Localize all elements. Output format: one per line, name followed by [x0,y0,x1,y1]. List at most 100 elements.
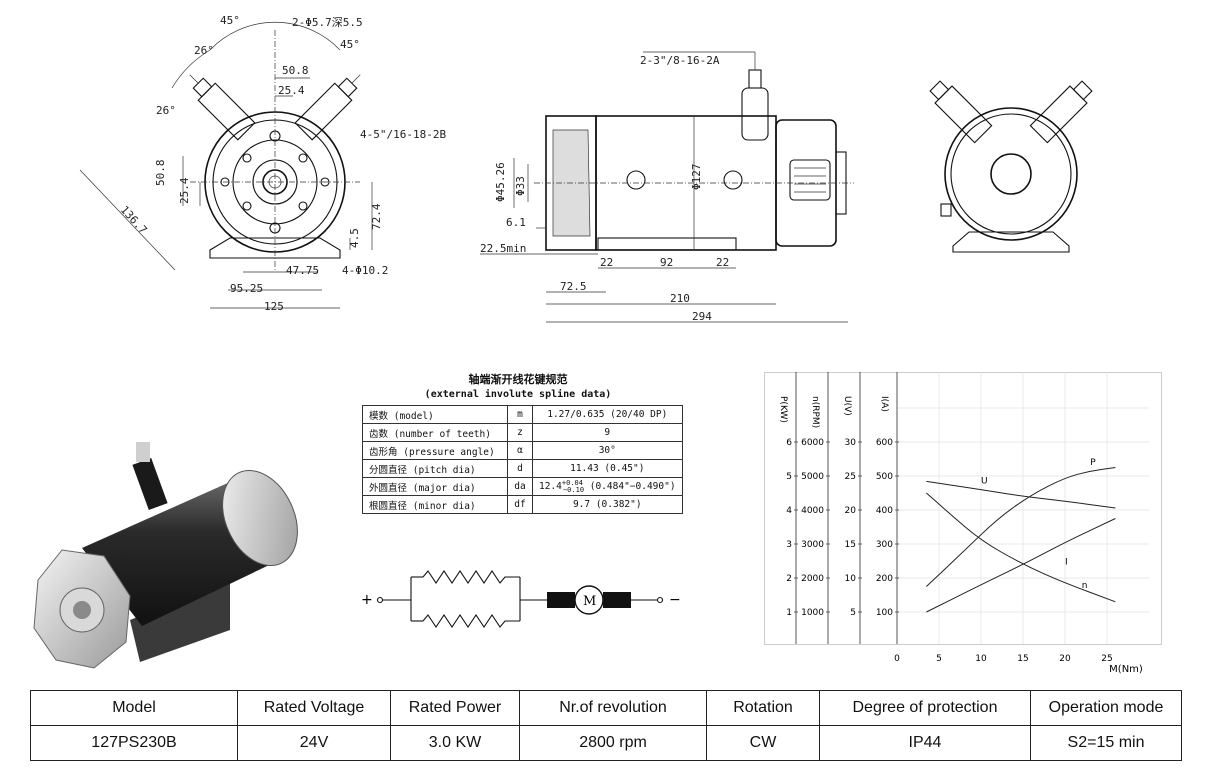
dim-label: 4-Φ10.2 [342,264,388,277]
x-tick-label: 5 [936,654,942,664]
y-tick-label: 15 [845,540,856,550]
spec-header: Nr.of revolution [519,690,707,726]
series-label: I [1065,557,1068,567]
x-tick-label: 0 [894,654,900,664]
y-tick-label: 5000 [801,472,824,482]
spec-value: 2800 rpm [519,725,707,761]
spec-value: 3.0 KW [390,725,520,761]
render-terminal-stud [136,442,150,462]
front-terminal-left [189,74,256,141]
circuit-diagram: + M − [361,570,681,628]
rear-housing-inner [950,113,1072,235]
series-line-I [926,518,1116,613]
series-line-U [926,480,1116,509]
render-shaft [73,601,91,619]
y-tick-label: 400 [876,506,893,516]
motor-brush-right [603,592,631,608]
front-mount-foot [209,237,341,259]
resistor-top [422,570,520,584]
rear-nut [940,203,952,217]
x-axis-label: M(Nm) [1109,664,1143,675]
circuit-minus: − [669,592,681,608]
performance-chart: P(KW)123456n(RPM)10002000300040005000600… [764,372,1162,675]
dim-label: 25.4 [278,84,305,97]
spec-table: Model Rated Voltage Rated Power Nr.of re… [30,690,1182,761]
side-foot [597,237,737,251]
circuit-plus: + [361,592,373,608]
y-tick-label: 6000 [801,438,824,448]
y-tick-label: 1000 [801,608,824,618]
dim-label: 2-Φ5.7深5.5 [292,16,363,29]
dim-label: 136.7 [118,203,150,236]
dim-label: 26° [156,104,176,117]
y-tick-label: 3000 [801,540,824,550]
y-tick-label: 25 [845,472,856,482]
x-tick-label: 10 [975,654,987,664]
dim-label: 6.1 [506,216,526,229]
dim-label: 45° [220,14,240,27]
y-tick-label: 10 [845,574,857,584]
spec-header: Rated Power [390,690,520,726]
resistor-bottom [422,614,520,628]
y-tick-label: 2 [786,574,792,584]
chart-axes: P(KW)123456n(RPM)10002000300040005000600… [778,372,1143,675]
y-tick-label: 600 [876,438,893,448]
series-label: n [1082,581,1088,591]
dim-label: 72.5 [560,280,587,293]
side-view-drawing: 2-3"/8-16-2A Φ45.26 Φ33 Φ127 6.1 22.5min… [480,51,854,323]
front-hole [242,153,252,163]
y-tick-label: 3 [786,540,792,550]
series-line-P [926,467,1116,587]
rear-boss [990,153,1032,195]
dim-label: 125 [264,300,284,313]
dim-label: 22 [716,256,729,269]
spec-header: Operation mode [1030,690,1182,726]
dim-label: 4-5"/16-18-2B [360,128,446,141]
spec-value: 127PS230B [30,725,238,761]
front-hole [298,201,308,211]
y-tick-label: 2000 [801,574,824,584]
series-line-n [926,492,1116,603]
spec-header-row: Model Rated Voltage Rated Power Nr.of re… [30,690,1182,726]
spec-header: Model [30,690,238,726]
dim-label: 92 [660,256,673,269]
y-tick-label: 500 [876,472,893,482]
y-tick-label: 5 [786,472,792,482]
motor-brush-left [547,592,575,608]
circuit-terminal [376,596,384,604]
chart-frame [764,372,1162,645]
dim-label: 25.4 [178,177,191,204]
spec-header: Degree of protection [819,690,1031,726]
front-view-drawing: 2-Φ5.7深5.5 45° 45° 26° 26° 50.8 25.4 4-5… [79,14,446,313]
major-dia-upper-tol: +0.04 [561,478,583,487]
render-terminal [132,458,168,510]
dim-label: 22.5min [480,242,526,255]
dim-label: 50.8 [154,160,167,187]
y-tick-label: 1 [786,608,792,618]
rear-housing-outer [944,107,1078,241]
spec-header: Rotation [706,690,820,726]
side-screw [723,170,743,190]
dim-label: 294 [692,310,712,323]
y-axis-label: n(RPM) [810,396,820,428]
major-dia-inch: (0.484"−0.490") [584,481,676,493]
rear-mount-foot [952,231,1070,253]
y-tick-label: 4000 [801,506,824,516]
spec-value: 24V [237,725,391,761]
spec-value: S2=15 min [1030,725,1182,761]
rear-terminal-right [1029,80,1093,144]
x-tick-label: 25 [1101,654,1112,664]
spec-value: IP44 [819,725,1031,761]
y-axis-label: U(V) [842,396,852,416]
dim-label: 2-3"/8-16-2A [640,54,720,67]
y-tick-label: 20 [845,506,857,516]
major-dia-value: 12.4 [539,481,562,493]
dim-label: 22 [600,256,613,269]
render-rear-cap [222,469,298,567]
motor-letter: M [583,594,596,609]
y-axis-label: P(KW) [778,396,788,423]
